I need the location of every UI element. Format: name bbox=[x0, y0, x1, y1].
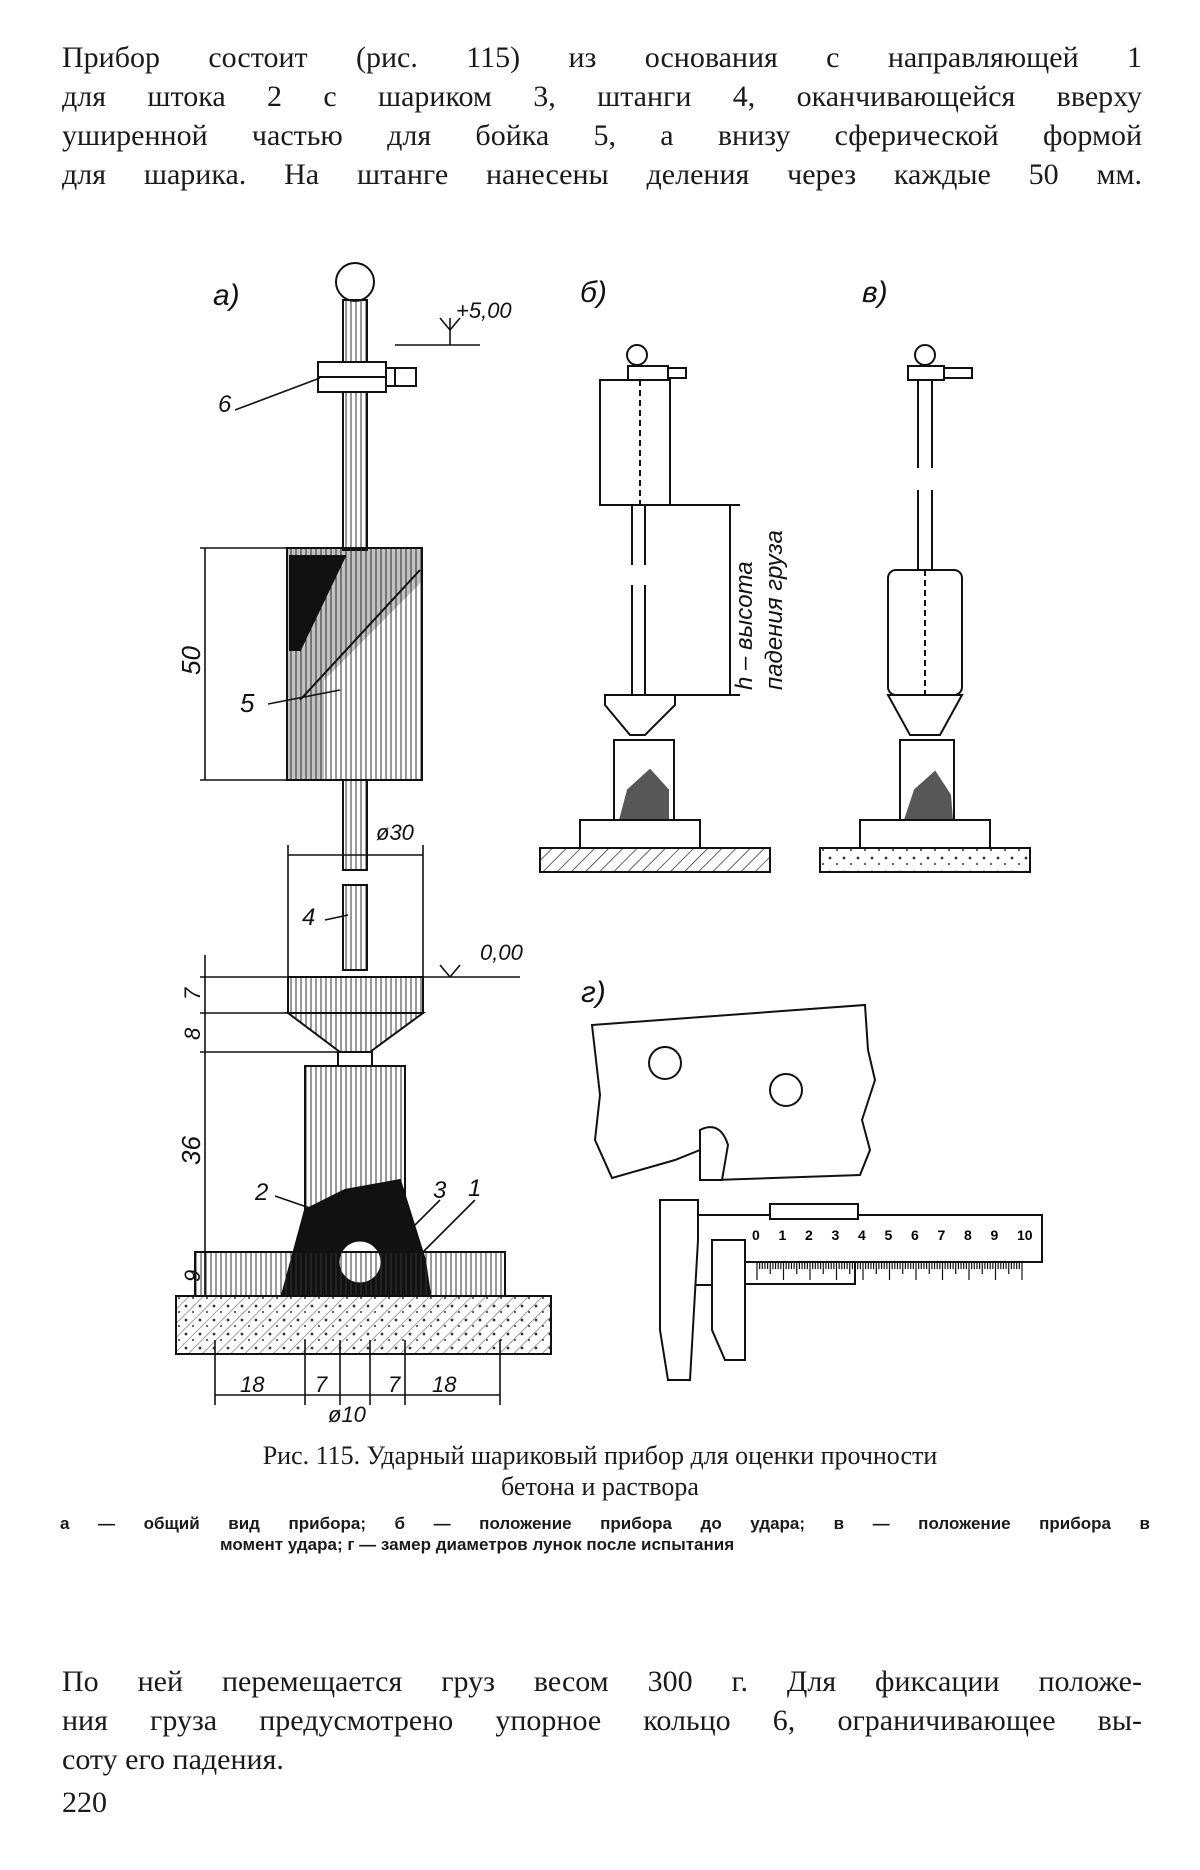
panel-g-labels: г) bbox=[581, 976, 606, 1009]
scale-number: 2 bbox=[805, 1227, 813, 1243]
figure-caption-title: Рис. 115. Ударный шариковый прибор для о… bbox=[0, 1440, 1200, 1502]
panel-label-b: б) bbox=[580, 276, 607, 309]
text-line: ния груза предусмотрено упорное кольцо 6… bbox=[62, 1701, 1142, 1740]
page-number: 220 bbox=[62, 1786, 107, 1820]
scale-number: 4 bbox=[858, 1227, 866, 1243]
callout-1: 1 bbox=[468, 1175, 481, 1202]
dimension-50: 50 bbox=[176, 646, 206, 675]
panel-label-a: а) bbox=[213, 279, 240, 312]
dimension-7: 7 bbox=[180, 987, 205, 1000]
figure-115: а) +5,00 0,00 6 5 4 2 3 1 50 7 8 36 9 ø3… bbox=[0, 0, 1200, 1440]
dimension-8: 8 bbox=[180, 1027, 205, 1040]
panel-v-labels: в) bbox=[862, 276, 888, 309]
caption-title-line: бетона и раствора bbox=[0, 1471, 1200, 1502]
drop-height-label-line1: h – высота bbox=[731, 561, 758, 690]
callout-2: 2 bbox=[254, 1179, 268, 1206]
scale-number: 7 bbox=[938, 1227, 946, 1243]
drop-height-label-line2: падения груза bbox=[761, 530, 788, 690]
scale-number: 5 bbox=[885, 1227, 893, 1243]
dimension-diameter-10: ø10 bbox=[328, 1402, 367, 1427]
dimension-18-right: 18 bbox=[432, 1372, 457, 1397]
scale-number: 8 bbox=[964, 1227, 972, 1243]
dimension-7-right: 7 bbox=[388, 1372, 401, 1397]
callout-5: 5 bbox=[240, 688, 255, 718]
panel-a-device bbox=[176, 263, 551, 1354]
panel-label-v: в) bbox=[862, 276, 888, 309]
dimension-7-left: 7 bbox=[315, 1372, 328, 1397]
scale-number: 9 bbox=[991, 1227, 999, 1243]
dimension-18-left: 18 bbox=[240, 1372, 265, 1397]
caption-title-line: Рис. 115. Ударный шариковый прибор для о… bbox=[0, 1440, 1200, 1471]
figure-caption-legend: а — общий вид прибора; б — положение при… bbox=[60, 1513, 1150, 1555]
panel-g-specimen-and-caliper bbox=[592, 1005, 1042, 1380]
scale-number: 1 bbox=[779, 1227, 787, 1243]
scale-number: 6 bbox=[911, 1227, 919, 1243]
elevation-zero-label: 0,00 bbox=[480, 940, 524, 965]
caption-legend-line: момент удара; г — замер диаметров лунок … bbox=[60, 1534, 1150, 1555]
dimension-9: 9 bbox=[180, 1270, 205, 1282]
text-line: соту его падения. bbox=[62, 1740, 1142, 1779]
text-line: По ней перемещается груз весом 300 г. Дл… bbox=[62, 1662, 1142, 1701]
elevation-top-label: +5,00 bbox=[456, 298, 512, 323]
scale-number: 3 bbox=[832, 1227, 840, 1243]
scale-number: 10 bbox=[1017, 1227, 1033, 1243]
callout-6: 6 bbox=[218, 391, 232, 418]
callout-4: 4 bbox=[302, 904, 315, 931]
callout-3: 3 bbox=[433, 1177, 447, 1204]
body-paragraph: По ней перемещается груз весом 300 г. Дл… bbox=[62, 1662, 1142, 1779]
scale-number: 0 bbox=[752, 1227, 760, 1243]
dimension-diameter-30: ø30 bbox=[376, 820, 415, 845]
dimension-36: 36 bbox=[176, 1136, 206, 1165]
panel-v-device bbox=[820, 345, 1030, 872]
caption-legend-line: а — общий вид прибора; б — положение при… bbox=[60, 1513, 1150, 1534]
panel-label-g: г) bbox=[581, 976, 606, 1009]
